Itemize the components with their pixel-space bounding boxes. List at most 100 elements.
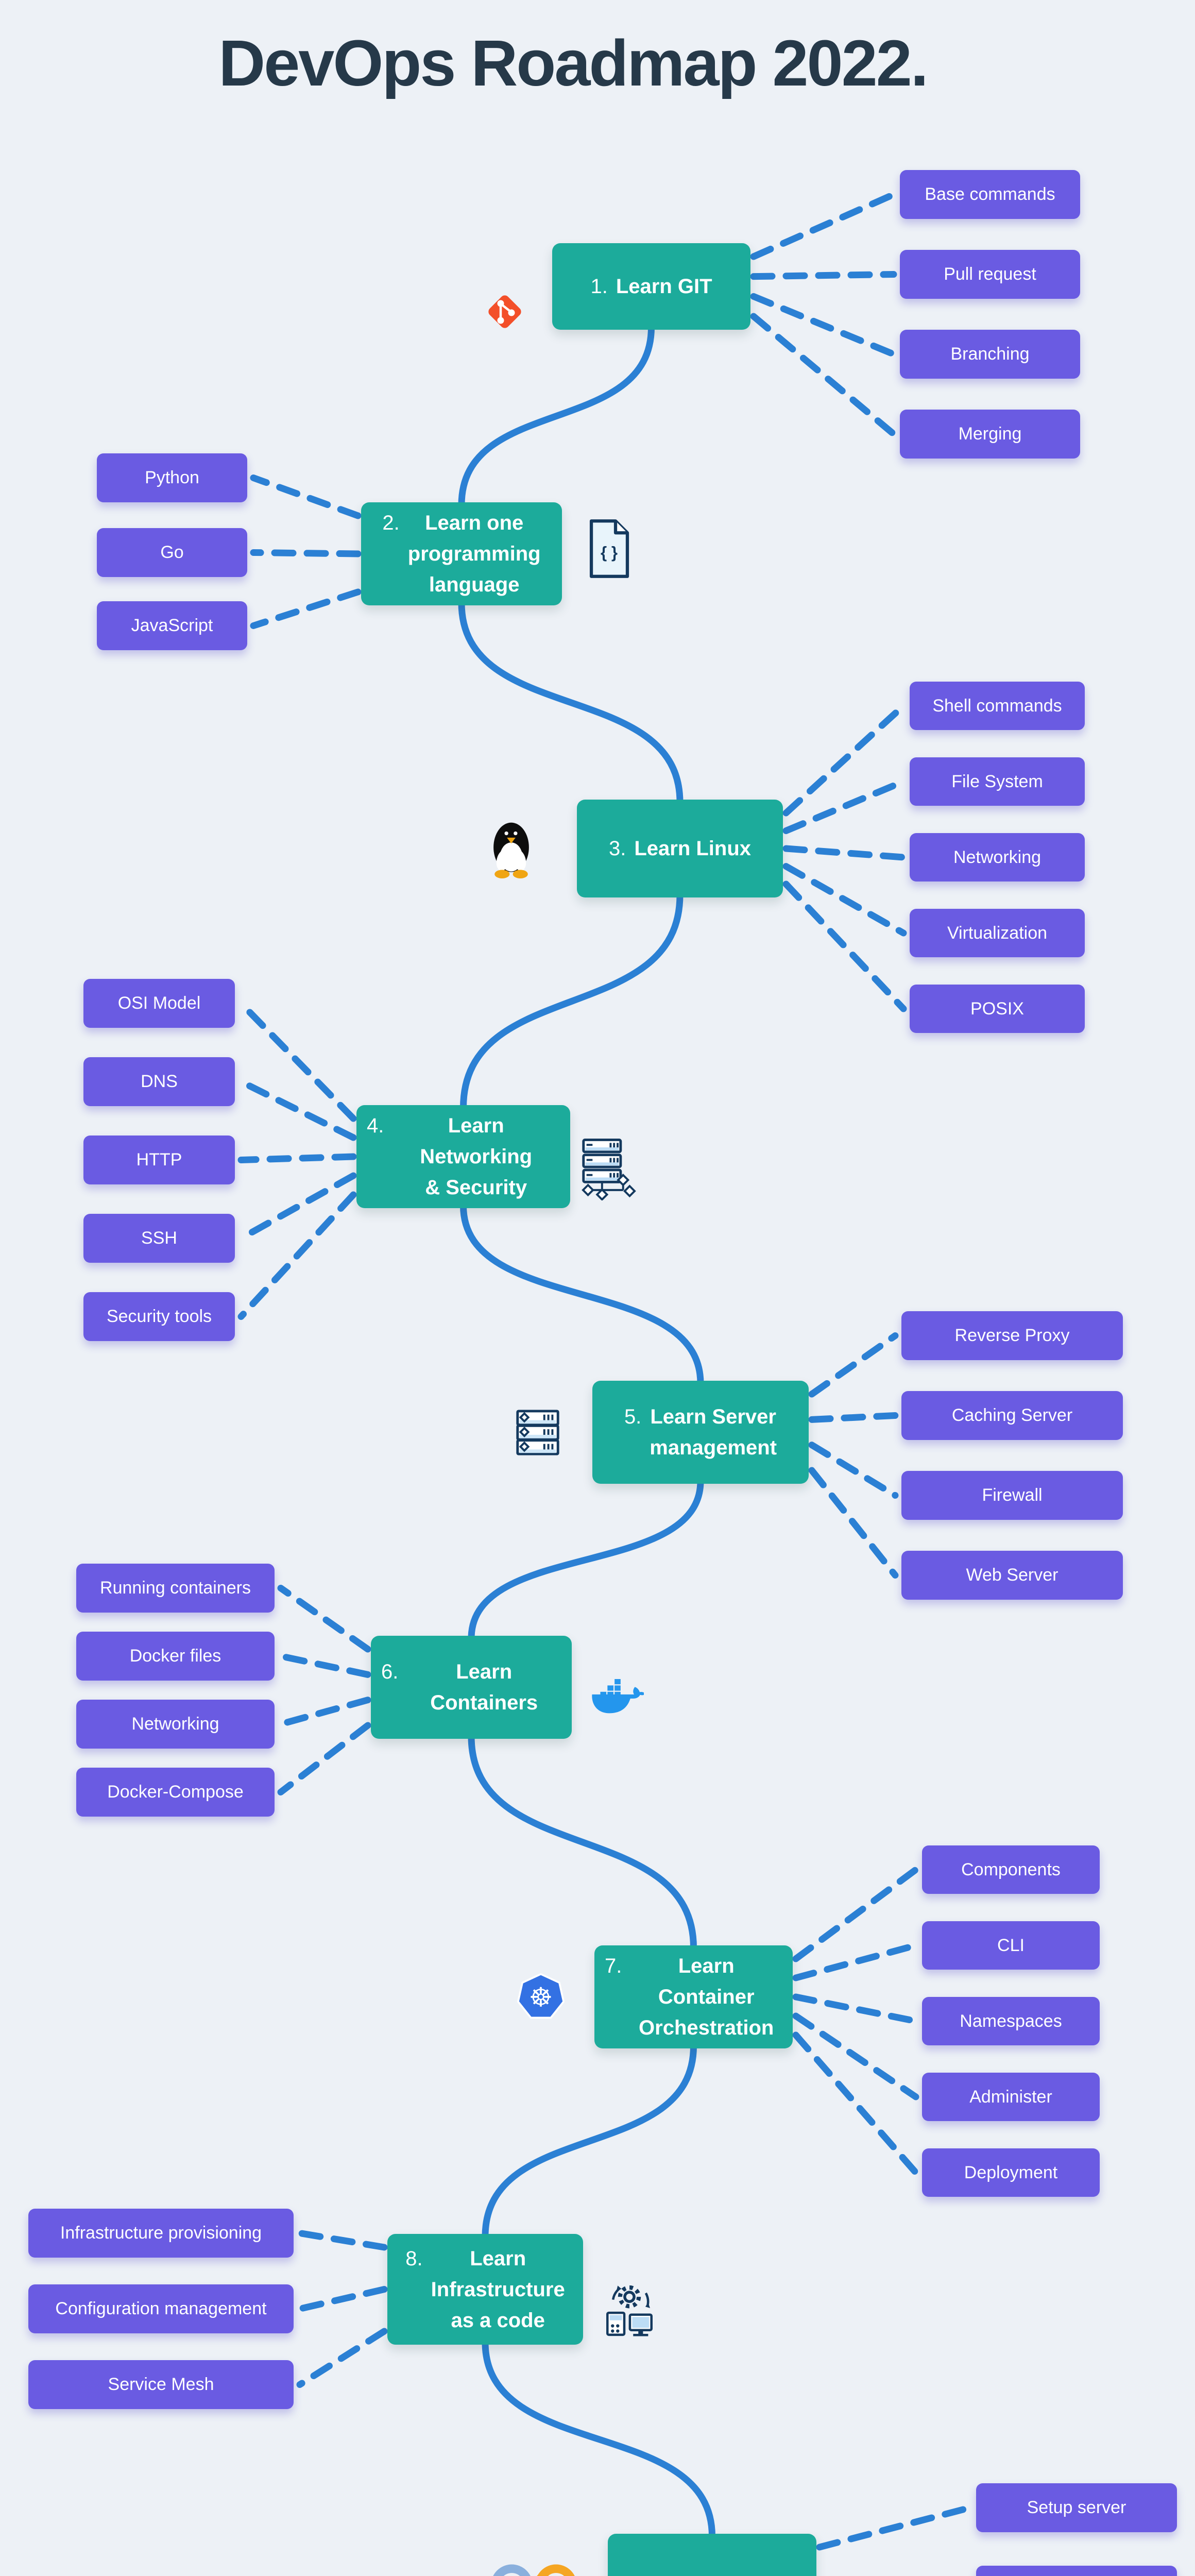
topic-label: File System xyxy=(951,771,1043,791)
topic-box-9-1: Setup server xyxy=(976,2483,1177,2532)
step-content: 1.Learn GIT xyxy=(580,271,722,302)
step-number: 2. xyxy=(382,512,400,534)
step-content: 6.Learn Containers xyxy=(371,1656,572,1718)
dashed-connector xyxy=(816,2504,974,2551)
topic-box-4-4: SSH xyxy=(83,1214,235,1263)
dashed-connector xyxy=(792,2012,919,2100)
roadmap-curve xyxy=(468,1478,704,1642)
step-number: 5. xyxy=(624,1405,642,1428)
roadmap-curve xyxy=(468,1733,697,1952)
dashed-connector xyxy=(808,1442,899,1499)
svg-text:☸: ☸ xyxy=(529,1982,553,2013)
step-box-9: 9.Learn CI/CD xyxy=(608,2534,816,2576)
step-label: Learn Container Orchestration xyxy=(639,1955,774,2039)
dashed-connector xyxy=(808,1332,899,1398)
topic-label: Deployment xyxy=(964,2162,1058,2182)
topic-label: Networking xyxy=(953,847,1042,867)
dashed-connector xyxy=(808,1412,899,1423)
topic-box-4-2: DNS xyxy=(83,1057,235,1106)
topic-box-1-2: Pull request xyxy=(900,250,1080,299)
step-box-3: 3.Learn Linux xyxy=(577,800,783,897)
dashed-connector xyxy=(750,313,897,437)
kubernetes-icon: ☸ xyxy=(517,1971,565,2022)
topic-label: Pull request xyxy=(944,264,1036,284)
topic-box-8-3: Service Mesh xyxy=(28,2360,294,2409)
topic-label: Python xyxy=(145,468,199,487)
topic-label: Infrastructure provisioning xyxy=(60,2223,262,2243)
dashed-connector xyxy=(250,549,362,557)
dashed-connector xyxy=(782,863,907,937)
dashed-connector xyxy=(277,1653,371,1678)
step-label: Learn one programming language xyxy=(407,512,541,596)
step-number: 6. xyxy=(381,1660,399,1683)
roadmap-curve xyxy=(460,891,684,1111)
dashed-connector xyxy=(792,1993,919,2025)
roadmap-curve xyxy=(482,2338,715,2540)
topic-label: Web Server xyxy=(966,1565,1059,1585)
topic-box-5-1: Reverse Proxy xyxy=(901,1311,1123,1360)
topic-label: SSH xyxy=(141,1228,177,1248)
topic-label: Docker files xyxy=(129,1646,221,1666)
topic-box-4-3: HTTP xyxy=(83,1136,235,1184)
topic-label: Running containers xyxy=(100,1578,251,1598)
step-label: Learn Infrastructure as a code xyxy=(431,2247,565,2332)
dashed-connector xyxy=(237,1078,357,1141)
topic-box-1-4: Merging xyxy=(900,410,1080,459)
topic-box-5-3: Firewall xyxy=(901,1471,1123,1520)
step-content: 8.Learn Infrastructure as a code xyxy=(395,2243,575,2336)
topic-label: Shell commands xyxy=(932,696,1062,716)
topic-box-3-5: POSIX xyxy=(910,985,1085,1033)
topic-label: Configuration management xyxy=(55,2299,267,2318)
topic-label: Firewall xyxy=(982,1485,1043,1505)
step-label: Learn Networking & Security xyxy=(420,1114,533,1199)
topic-label: Caching Server xyxy=(951,1405,1073,1425)
topic-box-4-5: Security tools xyxy=(83,1292,235,1341)
topic-box-3-4: Virtualization xyxy=(910,909,1085,957)
topic-box-2-2: Go xyxy=(97,528,247,577)
topic-label: Administer xyxy=(969,2087,1052,2107)
topic-label: Go xyxy=(160,543,184,562)
dashed-connector xyxy=(750,191,897,260)
topic-label: Networking xyxy=(131,1714,219,1734)
topic-label: OSI Model xyxy=(117,993,201,1013)
topic-box-1-3: Branching xyxy=(900,330,1080,379)
topic-box-7-3: Namespaces xyxy=(922,1997,1100,2045)
dashed-connector xyxy=(250,474,362,519)
topic-box-4-1: OSI Model xyxy=(83,979,235,1028)
dashed-connector xyxy=(808,1467,899,1579)
topic-box-5-2: Caching Server xyxy=(901,1391,1123,1440)
topic-label: Service Mesh xyxy=(108,2375,214,2394)
step-content: 3.Learn Linux xyxy=(599,833,761,864)
step-content: 5.Learn Server management xyxy=(614,1401,787,1463)
linux-icon xyxy=(482,814,541,878)
step-box-6: 6.Learn Containers xyxy=(371,1636,572,1739)
docker-icon xyxy=(591,1674,644,1720)
git-icon xyxy=(479,281,531,343)
step-content: 2. Learn one programming language xyxy=(372,507,551,600)
step-number: 4. xyxy=(367,1114,384,1137)
topic-label: Components xyxy=(961,1859,1061,1879)
step-label: Learn CI/CD xyxy=(666,2570,784,2576)
server-rack-icon xyxy=(513,1406,563,1461)
dashed-connector xyxy=(792,1866,919,1962)
topic-box-3-2: File System xyxy=(910,757,1085,806)
dashed-connector xyxy=(782,702,907,817)
dashed-connector xyxy=(237,1172,357,1242)
step-box-1: 1.Learn GIT xyxy=(552,243,750,330)
roadmap-curve xyxy=(482,2042,697,2240)
page-title: DevOps Roadmap 2022. xyxy=(218,27,929,99)
step-content: 7.Learn Container Orchestration xyxy=(594,1951,793,2043)
step-box-7: 7.Learn Container Orchestration xyxy=(594,1945,793,2048)
step-number: 1. xyxy=(590,275,608,298)
topic-box-6-4: Docker-Compose xyxy=(76,1768,275,1817)
topic-box-7-1: Components xyxy=(922,1845,1100,1894)
code-file-icon: { } xyxy=(585,518,634,580)
topic-box-6-3: Networking xyxy=(76,1700,275,1749)
dashed-connector xyxy=(277,1722,371,1795)
step-box-4: 4. Learn Networking & Security xyxy=(356,1105,570,1208)
topic-box-6-1: Running containers xyxy=(76,1564,275,1613)
roadmap-curve xyxy=(458,599,684,806)
step-box-2: 2. Learn one programming language xyxy=(361,502,562,605)
topic-label: DNS xyxy=(141,1072,178,1091)
